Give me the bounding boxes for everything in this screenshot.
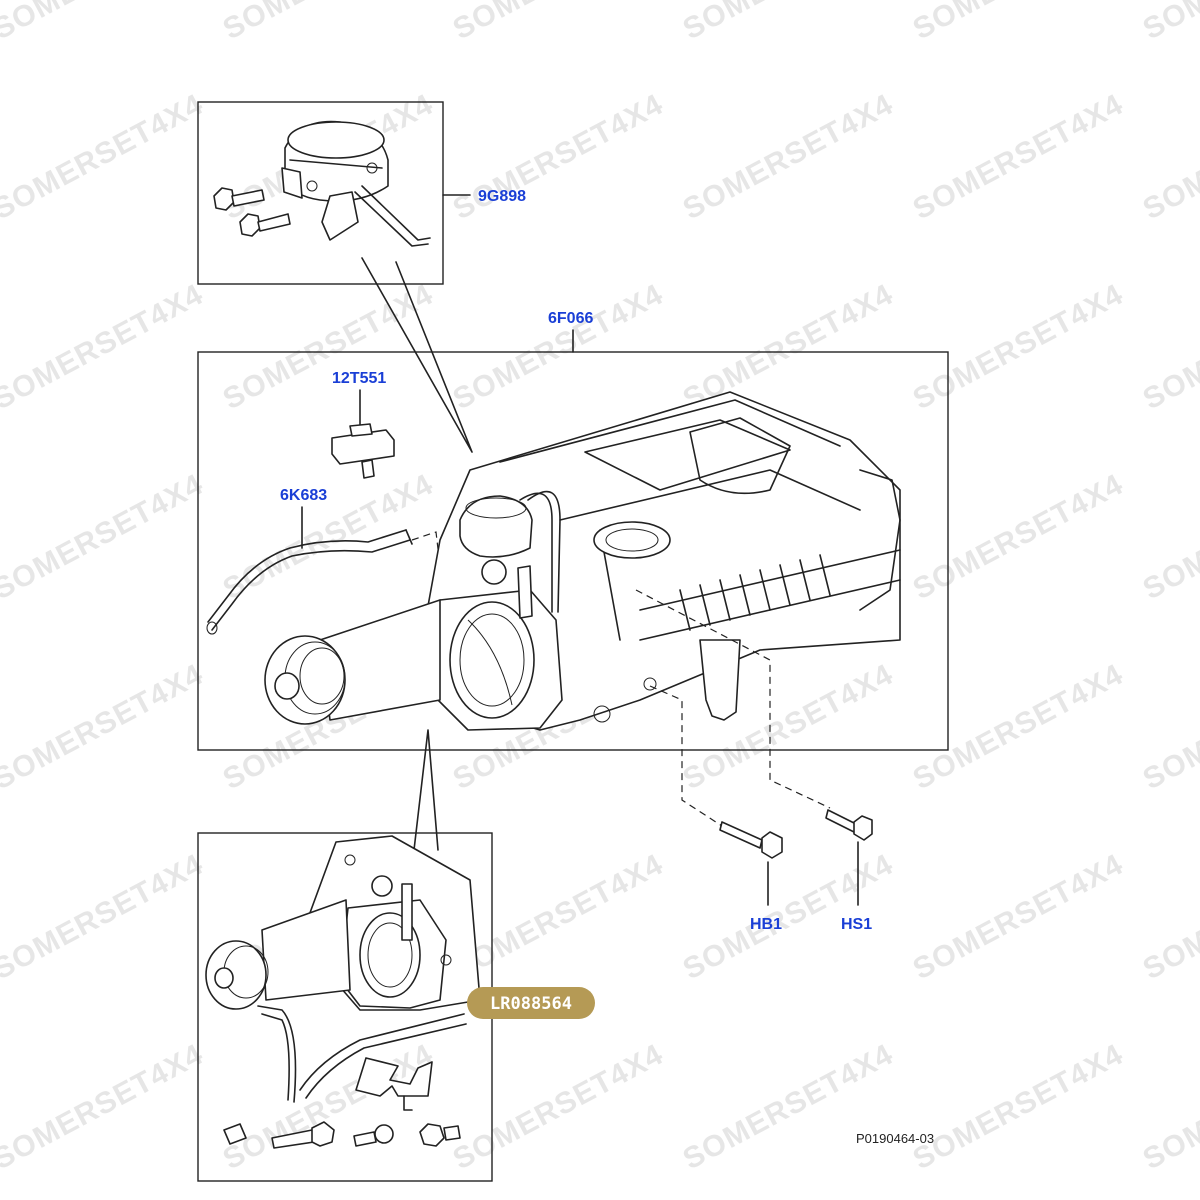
watermark-text: SOMERSET4X4 — [678, 88, 899, 226]
actuator-inset: 9G898 — [197, 101, 526, 285]
kit-inset: LR088564 — [197, 832, 595, 1182]
kit-part-number[interactable]: LR088564 — [490, 994, 572, 1014]
watermark-text: SOMERSET4X4 — [218, 1038, 439, 1176]
supercharger-part-link[interactable]: 6F066 — [548, 310, 593, 327]
sensor-part-link[interactable]: 12T551 — [332, 370, 386, 387]
hose-part-link[interactable]: 6K683 — [280, 487, 327, 504]
watermark-text: SOMERSET4X4 — [1138, 658, 1200, 796]
watermark-text: SOMERSET4X4 — [908, 468, 1129, 606]
actuator-inset-frame — [197, 101, 444, 285]
supercharger-assembly: 6F066 12T551 6K683 — [197, 310, 949, 827]
diagram-reference: P0190464-03 — [856, 1131, 934, 1146]
watermark-text: SOMERSET4X4 — [908, 658, 1129, 796]
pressure-sensor-illustration — [331, 423, 395, 479]
watermark-text: SOMERSET4X4 — [448, 278, 669, 416]
watermark-text: SOMERSET4X4 — [1138, 1038, 1200, 1176]
watermark-text: SOMERSET4X4 — [678, 1038, 899, 1176]
supercharger-frame — [197, 351, 949, 751]
watermark-text: SOMERSET4X4 — [0, 658, 209, 796]
kit-badge-background — [467, 987, 595, 1019]
watermark-text: SOMERSET4X4 — [448, 88, 669, 226]
watermark-text: SOMERSET4X4 — [448, 848, 669, 986]
watermark-text: SOMERSET4X4 — [0, 278, 209, 416]
kit-badge[interactable]: LR088564 — [467, 987, 595, 1019]
bolt-hs-part-link[interactable]: HS1 — [841, 916, 872, 933]
bolt-hb-illustration — [719, 821, 783, 906]
watermark-text: SOMERSET4X4 — [448, 1038, 669, 1176]
bolt-hs-illustration — [825, 809, 873, 906]
watermark-text: SOMERSET4X4 — [0, 88, 209, 226]
watermark-text: SOMERSET4X4 — [0, 848, 209, 986]
watermark-text: SOMERSET4X4 — [0, 1038, 209, 1176]
watermark-text: SOMERSET4X4 — [218, 278, 439, 416]
hs-bolt-guide — [635, 589, 831, 809]
watermark-text: SOMERSET4X4 — [1138, 0, 1200, 46]
actuator-part-link[interactable]: 9G898 — [478, 188, 526, 205]
supercharger-illustration — [264, 391, 901, 731]
hb-bolt-guide — [649, 685, 723, 827]
actuator-illustration — [213, 120, 431, 247]
watermark-text: SOMERSET4X4 — [0, 0, 209, 46]
kit-pointer — [413, 729, 439, 851]
watermark-text: SOMERSET4X4 — [1138, 278, 1200, 416]
watermark-text: SOMERSET4X4 — [448, 0, 669, 46]
watermark-text: SOMERSET4X4 — [1138, 848, 1200, 986]
watermark-text: SOMERSET4X4 — [908, 0, 1129, 46]
watermark-text: SOMERSET4X4 — [908, 848, 1129, 986]
watermark-text: SOMERSET4X4 — [678, 0, 899, 46]
watermark-text: SOMERSET4X4 — [1138, 468, 1200, 606]
kit-illustration — [205, 835, 481, 1149]
watermark-text: SOMERSET4X4 — [908, 278, 1129, 416]
actuator-pointer — [361, 257, 473, 453]
watermark-text: SOMERSET4X4 — [218, 0, 439, 46]
watermark-text: SOMERSET4X4 — [218, 468, 439, 606]
bolt-hb-part-link[interactable]: HB1 — [750, 916, 782, 933]
watermark-text: SOMERSET4X4 — [678, 278, 899, 416]
watermark-text: SOMERSET4X4 — [0, 468, 209, 606]
watermark-text: SOMERSET4X4 — [1138, 88, 1200, 226]
watermark-text: SOMERSET4X4 — [908, 1038, 1129, 1176]
watermark-text: SOMERSET4X4 — [908, 88, 1129, 226]
